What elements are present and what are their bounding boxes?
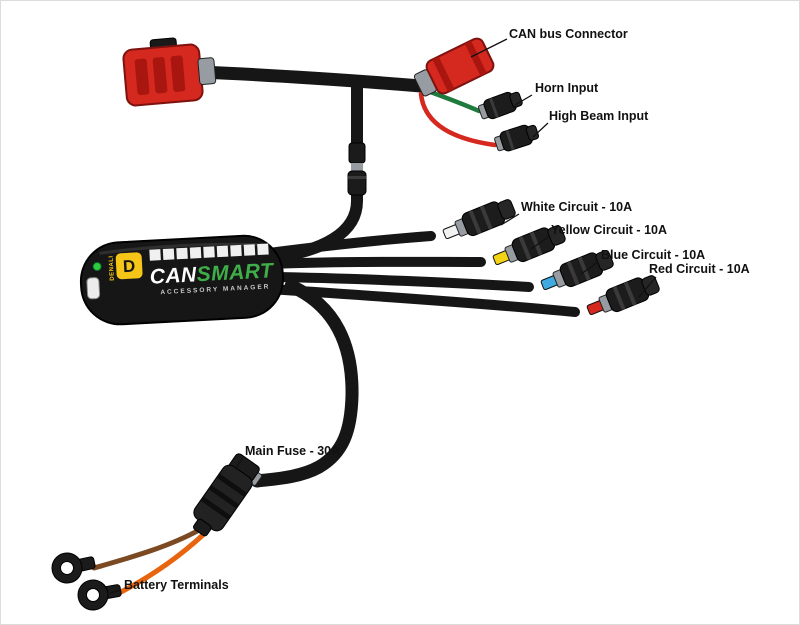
can-bus-rib: [432, 56, 455, 92]
indicator-block: [230, 244, 242, 257]
leader-can-bus: [470, 38, 508, 58]
indicator-block: [149, 249, 161, 261]
battery-wire-orange: [114, 531, 207, 597]
label-horn: Horn Input: [535, 81, 599, 95]
indicator-block: [243, 244, 256, 256]
indicator-block: [189, 247, 202, 259]
inline-connector: [347, 142, 367, 196]
high-beam-wire: [418, 91, 498, 148]
canbus-branch-cable: [265, 75, 363, 264]
indicator-block: [176, 247, 188, 260]
denali-logo: D DENALI: [109, 252, 143, 281]
oem-plug-slot: [170, 55, 186, 92]
indicator-block: [203, 246, 215, 258]
leader-lines: [109, 38, 657, 594]
can-bus-rib: [464, 40, 487, 77]
denali-brand-text: DENALI: [109, 255, 116, 281]
product-name-can: CAN: [149, 263, 197, 288]
high-beam-connector: [492, 121, 541, 155]
oem-plug-coupler: [197, 57, 217, 86]
labels: CAN bus Connector Horn Input High Beam I…: [124, 27, 750, 592]
signal-wires: [91, 87, 498, 597]
leader-white-circuit: [500, 213, 520, 226]
label-yellow-circuit: Yellow Circuit - 10A: [551, 223, 667, 237]
indicator-block: [162, 248, 175, 260]
indicator-blocks: [149, 243, 269, 261]
white-circuit-connector: [439, 195, 519, 247]
label-main-fuse: Main Fuse - 30A: [245, 444, 340, 458]
fuse-rib: [208, 484, 240, 509]
power-cable: [250, 279, 359, 488]
denali-logo-box: [115, 252, 143, 280]
product-name-smart: SMART: [196, 259, 276, 286]
oem-plug-slot: [134, 58, 150, 96]
label-white-circuit: White Circuit - 10A: [521, 200, 632, 214]
inline-connector-rib: [348, 176, 366, 179]
can-bus-body: [425, 37, 495, 95]
label-can-bus: CAN bus Connector: [509, 27, 628, 41]
inline-connector-half-a: [348, 142, 366, 164]
label-red-circuit: Red Circuit - 10A: [649, 262, 750, 276]
fuse-rib: [216, 473, 248, 498]
top-cable: [194, 65, 428, 93]
leader-red-circuit: [638, 276, 657, 298]
main-fuse-holder: [193, 453, 260, 537]
product-name: CANSMART: [149, 259, 275, 289]
indicator-block: [216, 245, 229, 258]
indicator-block: [257, 243, 269, 256]
fuse-rib: [200, 496, 232, 521]
leader-high-beam: [532, 122, 549, 138]
can-bus-connector: [413, 37, 495, 97]
oem-plug-connector: [122, 37, 217, 107]
usb-port: [86, 277, 101, 300]
oem-plug-slot: [152, 57, 168, 94]
inline-connector-band: [351, 163, 363, 171]
blue-circuit-cable: [266, 272, 534, 292]
leader-main-fuse: [234, 457, 244, 470]
leader-horn: [514, 94, 533, 106]
leader-blue-circuit: [580, 261, 599, 275]
inline-connector-half-b: [347, 170, 367, 196]
label-blue-circuit: Blue Circuit - 10A: [601, 248, 705, 262]
controller-highlight: [99, 242, 264, 255]
fuse-outlet: [193, 518, 212, 537]
leader-yellow-circuit: [530, 236, 549, 250]
label-high-beam: High Beam Input: [549, 109, 649, 123]
status-led: [92, 261, 102, 271]
yellow-circuit-cable: [266, 256, 486, 269]
red-circuit-connector: [583, 271, 663, 323]
cable-harness: [194, 65, 580, 488]
battery-ring-terminal-2: [75, 574, 124, 613]
horn-wire: [422, 87, 482, 114]
controller-device: D DENALI CANSMART ACCESSORY MANAGER: [79, 234, 284, 326]
battery-wire-brown: [91, 526, 204, 571]
denali-logo-letter: D: [123, 256, 136, 276]
white-circuit-cable: [264, 231, 436, 258]
label-battery: Battery Terminals: [124, 578, 229, 592]
leader-battery: [109, 589, 122, 594]
horn-connector: [476, 88, 525, 123]
